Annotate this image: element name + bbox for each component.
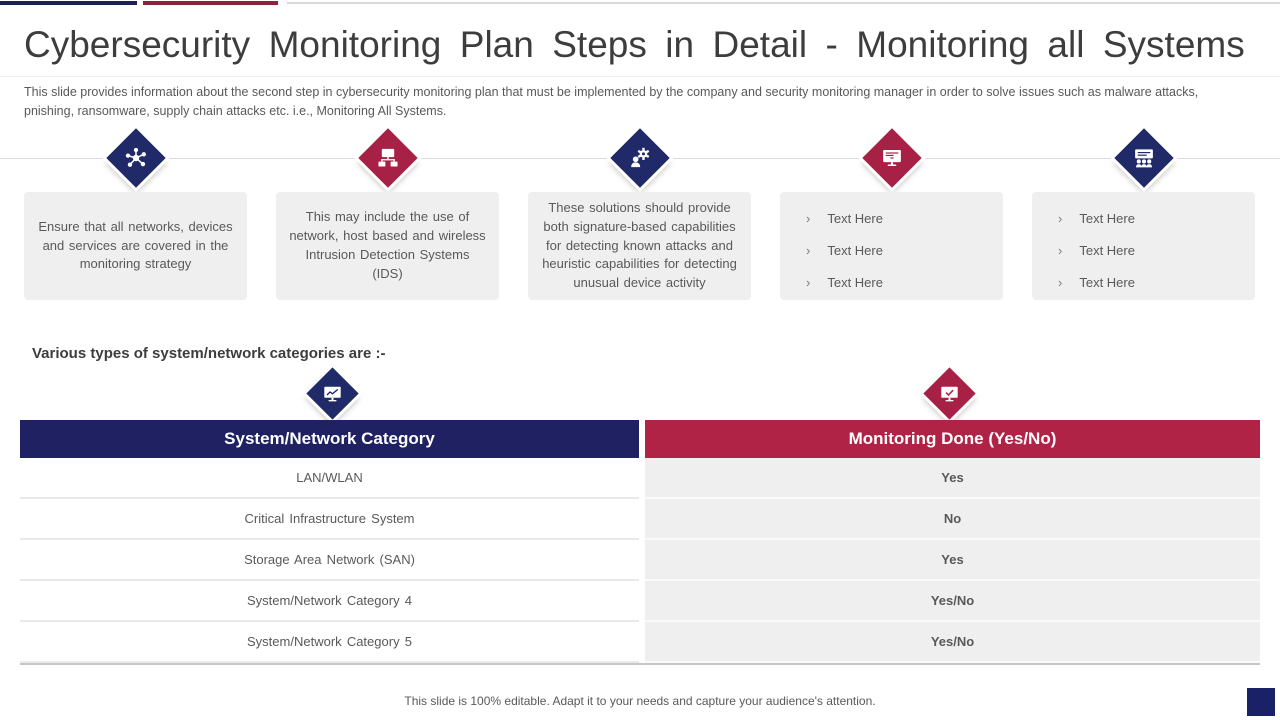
top-accent-navy	[0, 1, 137, 5]
table-row: System/Network Category 5 Yes/No	[0, 622, 1280, 663]
table-row: System/Network Category 4 Yes/No	[0, 581, 1280, 622]
networked-computers-icon	[378, 148, 398, 167]
bullet-item: › Text Here	[1058, 275, 1247, 307]
bullet-label: Text Here	[827, 211, 883, 226]
chevron-bullet-icon: ›	[1058, 243, 1063, 258]
bullet-label: Text Here	[827, 275, 883, 290]
chevron-bullet-icon: ›	[806, 211, 811, 226]
footer-note: This slide is 100% editable. Adapt it to…	[404, 694, 876, 708]
table-row: Storage Area Network (SAN) Yes	[0, 540, 1280, 581]
category-cell: LAN/WLAN	[20, 458, 639, 499]
bullet-item: › Text Here	[1058, 211, 1247, 243]
bullet-label: Text Here	[1079, 275, 1135, 290]
monitoring-cell: Yes/No	[645, 581, 1260, 622]
monitoring-column-diamond	[923, 367, 976, 420]
monitor-check-icon	[941, 386, 958, 401]
user-gear-icon	[631, 147, 650, 168]
step2-diamond	[358, 128, 418, 188]
table-header-category: System/Network Category	[20, 420, 639, 458]
chevron-bullet-icon: ›	[806, 243, 811, 258]
monitoring-cell: Yes	[645, 540, 1260, 581]
monitor-icon	[883, 149, 901, 167]
step1-diamond	[106, 128, 166, 188]
chevron-bullet-icon: ›	[1058, 211, 1063, 226]
network-hub-icon	[125, 147, 146, 167]
step2-text: This may include the use of network, hos…	[289, 209, 486, 281]
title-divider	[0, 76, 1280, 77]
top-accent-gray-line	[287, 2, 1280, 4]
step1-text: Ensure that all networks, devices and se…	[38, 218, 233, 272]
step4-bullet-box: › Text Here › Text Here › Text Here	[780, 192, 1003, 300]
category-column-diamond	[306, 367, 359, 420]
category-cell: Critical Infrastructure System	[20, 499, 639, 540]
table-header-monitoring: Monitoring Done (Yes/No)	[645, 420, 1260, 458]
category-cell: Storage Area Network (SAN)	[20, 540, 639, 581]
top-accent-red	[143, 1, 278, 5]
chevron-bullet-icon: ›	[806, 275, 811, 290]
category-cell: System/Network Category 4	[20, 581, 639, 622]
slide-description: This slide provides information about th…	[24, 85, 1199, 119]
table-row: Critical Infrastructure System No	[0, 499, 1280, 540]
presentation-audience-icon	[1135, 149, 1153, 168]
bullet-item: › Text Here	[806, 243, 995, 275]
category-cell: System/Network Category 5	[20, 622, 639, 663]
monitoring-cell: Yes	[645, 458, 1260, 499]
bullet-label: Text Here	[1079, 243, 1135, 258]
bullet-label: Text Here	[1079, 211, 1135, 226]
monitoring-cell: No	[645, 499, 1260, 540]
bullet-item: › Text Here	[1058, 243, 1247, 275]
monitor-chart-icon	[324, 386, 341, 401]
step3-text-box: These solutions should provide both sign…	[528, 192, 751, 300]
table-bottom-border	[20, 663, 1260, 665]
chevron-bullet-icon: ›	[1058, 275, 1063, 290]
page-title: Cybersecurity Monitoring Plan Steps in D…	[24, 24, 1245, 65]
step5-bullet-box: › Text Here › Text Here › Text Here	[1032, 192, 1255, 300]
table-row: LAN/WLAN Yes	[0, 458, 1280, 499]
corner-accent-square	[1247, 688, 1275, 716]
step4-diamond	[862, 128, 922, 188]
bullet-item: › Text Here	[806, 275, 995, 307]
step3-text: These solutions should provide both sign…	[542, 199, 737, 291]
bullet-item: › Text Here	[806, 211, 995, 243]
step2-text-box: This may include the use of network, hos…	[276, 192, 499, 300]
step1-text-box: Ensure that all networks, devices and se…	[24, 192, 247, 300]
bullet-label: Text Here	[827, 243, 883, 258]
step5-diamond	[1114, 128, 1174, 188]
monitoring-cell: Yes/No	[645, 622, 1260, 663]
step3-diamond	[610, 128, 670, 188]
section-heading: Various types of system/network categori…	[32, 345, 386, 362]
